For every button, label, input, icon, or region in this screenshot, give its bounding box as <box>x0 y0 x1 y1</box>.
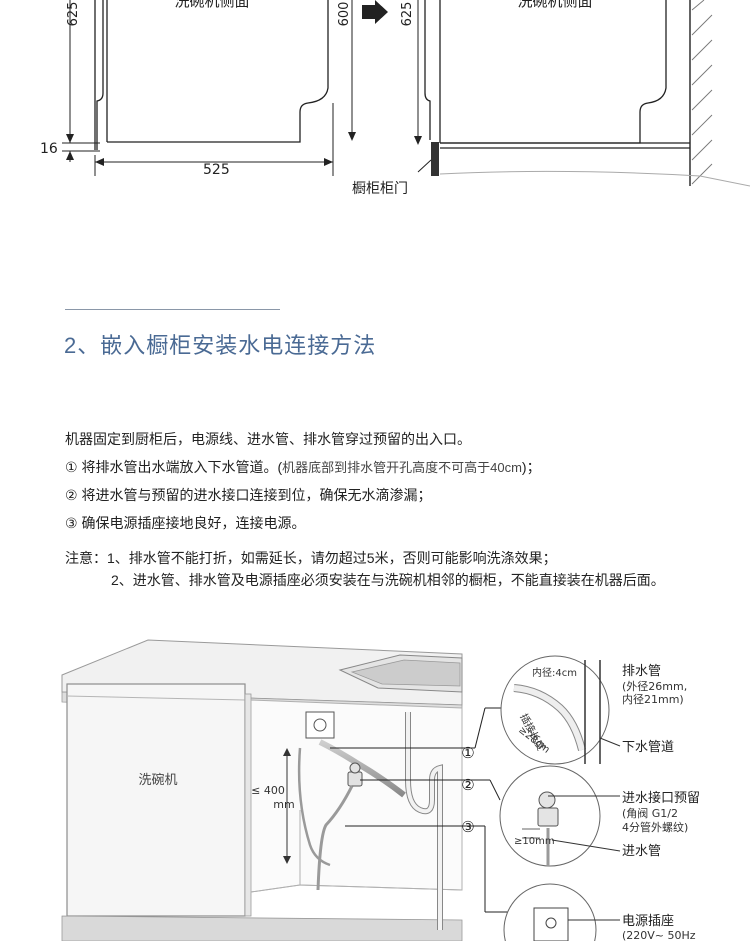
power-socket-title: 电源插座 <box>622 914 674 929</box>
dim-plinth: 16 <box>40 141 58 157</box>
dim-height-left: 625 <box>66 2 81 27</box>
inlet-spec-1: (角阀 G1/2 <box>622 806 678 820</box>
inlet-gap: ≥10mm <box>514 836 555 847</box>
right-diagram-label: 洗碗机侧面 <box>517 0 592 10</box>
height-unit: mm <box>273 798 294 811</box>
left-diagram-label: 洗碗机侧面 <box>174 0 249 10</box>
drain-hose-spec-2: 内径21mm) <box>622 692 684 706</box>
dishwasher-label: 洗碗机 <box>138 772 177 788</box>
note-1: 注意：1、排水管不能打折，如需延长，请勿超过5米，否则可能影响洗涤效果； <box>65 550 557 566</box>
inlet-title: 进水接口预留 <box>622 790 700 806</box>
dim-height-mid: 600 <box>337 2 352 27</box>
step-1-note: 机器底部到排水管开孔高度不可高于40cm <box>282 460 522 475</box>
section-divider <box>65 309 280 310</box>
installation-diagram: ≤ 400 mm 洗碗机 ① ② ③ 内径:4cm 插接长度 ≥28cm ≥10… <box>61 639 700 941</box>
top-dimension-diagrams: 625 600 625 16 525 洗碗机侧面 洗碗机侧面 橱柜柜门 <box>40 0 750 197</box>
dim-depth: 525 <box>203 162 230 178</box>
step-2: ② 将进水管与预留的进水接口连接到位，确保无水滴渗漏； <box>65 487 432 503</box>
drain-hose-title: 排水管 <box>622 664 661 679</box>
intro-text: 机器固定到厨柜后，电源线、进水管、排水管穿过预留的出入口。 <box>65 431 471 447</box>
dim-height-right: 625 <box>400 2 415 27</box>
step-1-main: ① 将排水管出水端放入下水管道。( <box>65 459 283 475</box>
step-1: ① 将排水管出水端放入下水管道。(机器底部到排水管开孔高度不可高于40cm)； <box>65 458 541 477</box>
drain-inner-diameter: 内径:4cm <box>532 666 577 679</box>
cabinet-door-label: 橱柜柜门 <box>352 181 408 197</box>
power-socket-spec: (220V~ 50Hz <box>622 929 696 941</box>
height-limit: ≤ 400 <box>251 784 285 797</box>
note-2: 2、进水管、排水管及电源插座必须安装在与洗碗机相邻的橱柜，不能直接装在机器后面。 <box>111 572 665 588</box>
step-1-end: )； <box>521 459 541 475</box>
inlet-hose-label: 进水管 <box>622 844 661 859</box>
inlet-spec-2: 4分管外螺纹) <box>622 820 688 834</box>
drain-hose-spec-1: (外径26mm, <box>622 680 687 693</box>
marker-2: ② <box>461 776 474 794</box>
step-3: ③ 确保电源插座接地良好，连接电源。 <box>65 515 306 531</box>
marker-1: ① <box>461 744 474 762</box>
section-title: 2、嵌入橱柜安装水电连接方法 <box>64 333 377 358</box>
marker-3: ③ <box>461 818 474 836</box>
drain-pipe-label: 下水管道 <box>622 740 674 755</box>
